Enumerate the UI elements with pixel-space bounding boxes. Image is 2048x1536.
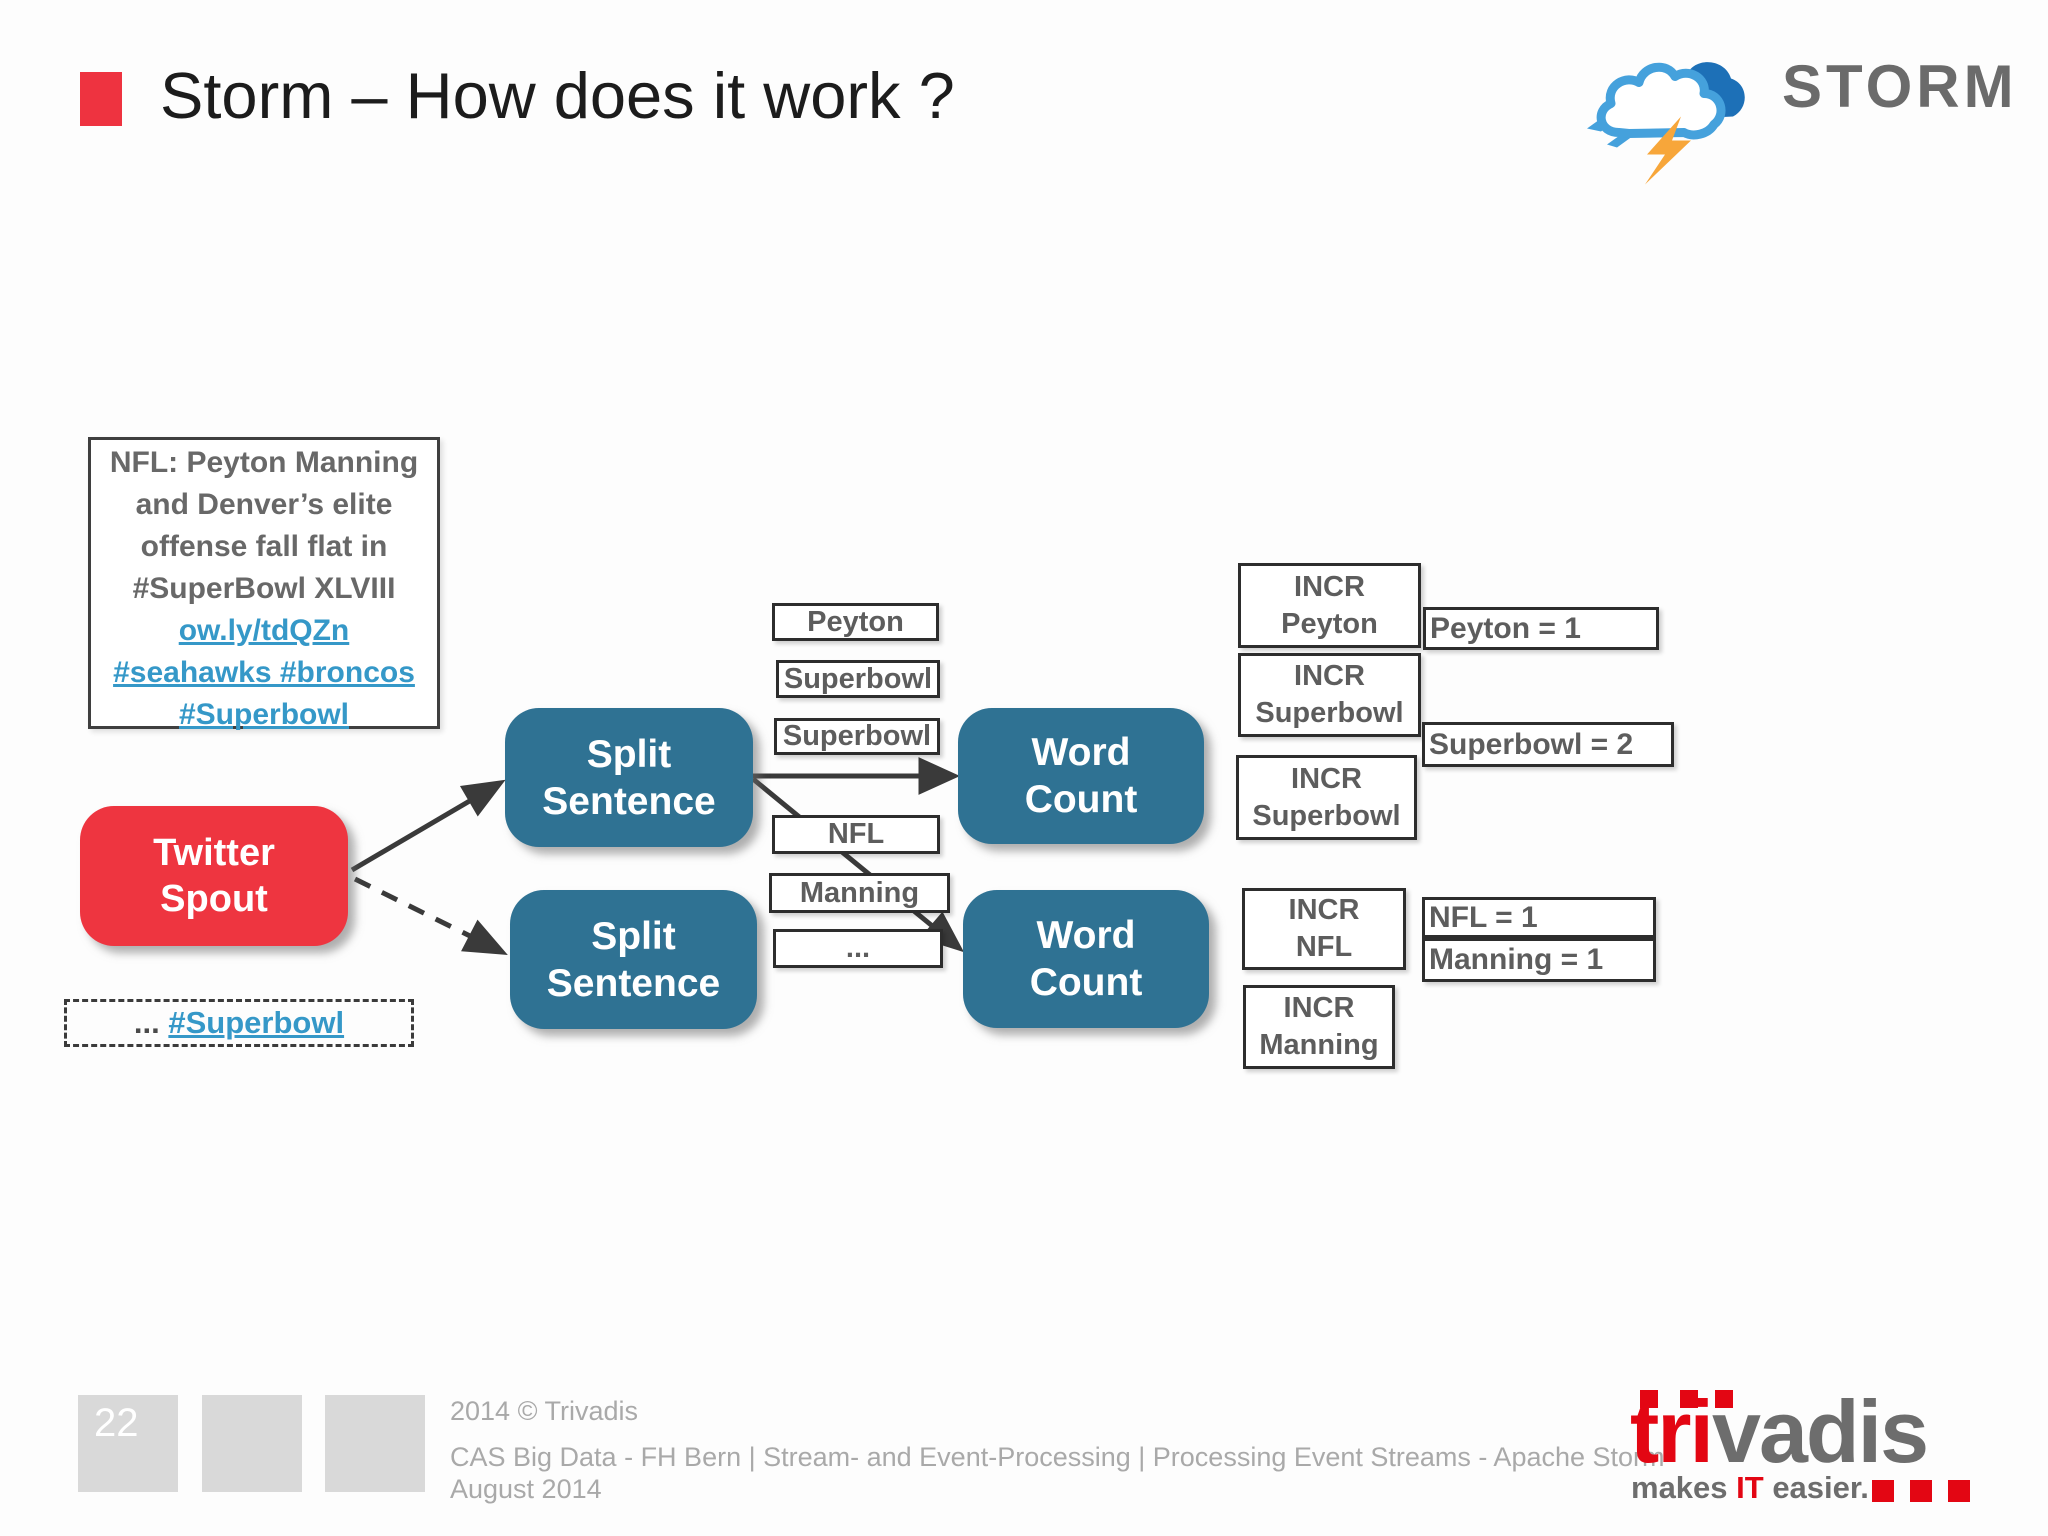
tweet-line: offense fall flat in xyxy=(140,530,388,563)
footer-decoration-square xyxy=(325,1395,425,1492)
result-box-superbowl: Superbowl = 2 xyxy=(1422,722,1674,767)
tweet-line: #SuperBowl XLVIII xyxy=(132,572,396,605)
ellipsis-text: ... xyxy=(133,1005,160,1040)
tagline-makes: makes xyxy=(1631,1470,1737,1505)
word-box-superbowl-2: Superbowl xyxy=(774,718,940,755)
result-box-nfl: NFL = 1 xyxy=(1422,897,1656,938)
title-bullet-square xyxy=(80,72,122,126)
node-word-count-2: Word Count xyxy=(963,890,1209,1028)
word-box-nfl: NFL xyxy=(772,815,940,854)
incr-arg: Superbowl xyxy=(1255,697,1404,729)
trivadis-logo-dot xyxy=(1715,1390,1733,1408)
incr-op: INCR xyxy=(1288,894,1360,926)
node-label: Sentence xyxy=(546,961,721,1005)
tweet-line: and Denver’s elite xyxy=(135,488,393,521)
arrowhead-split1 xyxy=(459,779,506,817)
trivadis-logo-dot xyxy=(1680,1390,1698,1408)
trivadis-logo-dot xyxy=(1640,1390,1658,1408)
incr-arg: NFL xyxy=(1295,931,1353,963)
storm-logo-wordmark: STORM xyxy=(1782,53,2018,120)
node-label: Count xyxy=(1024,778,1138,821)
trivadis-red-square xyxy=(1948,1480,1970,1502)
footer-date: August 2014 xyxy=(450,1474,602,1504)
result-box-manning: Manning = 1 xyxy=(1422,938,1656,982)
node-twitter-spout: Twitter Spout xyxy=(80,806,348,946)
node-label: Twitter xyxy=(153,832,275,874)
node-word-count-1: Word Count xyxy=(958,708,1204,844)
incr-box-superbowl-1: INCR Superbowl xyxy=(1238,653,1421,737)
node-split-sentence-1: Split Sentence xyxy=(505,708,753,847)
trivadis-red-square xyxy=(1872,1480,1894,1502)
footer-course-title: CAS Big Data - FH Bern | Stream- and Eve… xyxy=(450,1442,1665,1472)
sample-tuple-box: ... #Superbowl xyxy=(64,999,414,1047)
incr-arg: Peyton xyxy=(1281,607,1378,640)
tweet-line: ow.ly/tdQZn xyxy=(91,610,437,652)
node-label: Split xyxy=(586,732,672,776)
node-label: Spout xyxy=(160,878,268,920)
page-title: Storm – How does it work ? xyxy=(160,59,955,132)
result-box-peyton: Peyton = 1 xyxy=(1423,607,1659,650)
incr-op: INCR xyxy=(1291,762,1362,795)
node-label: Word xyxy=(1036,914,1136,957)
incr-op: INCR xyxy=(1283,992,1355,1024)
trivadis-tagline: makes IT easier. xyxy=(1631,1470,1869,1506)
incr-op: INCR xyxy=(1294,570,1365,603)
incr-arg: Manning xyxy=(1259,1029,1379,1061)
trivadis-red-square xyxy=(1910,1480,1932,1502)
node-split-sentence-2: Split Sentence xyxy=(510,890,757,1029)
tweet-line: NFL: Peyton Manning xyxy=(109,446,419,479)
incr-op: INCR xyxy=(1294,660,1365,692)
incr-box-manning: INCR Manning xyxy=(1243,985,1395,1069)
edge-spout-to-split2 xyxy=(353,876,472,939)
sample-hashtag-link[interactable]: #Superbowl xyxy=(168,1005,345,1040)
tweet-line: #Superbowl xyxy=(91,694,437,736)
footer-copyright: 2014 © Trivadis xyxy=(450,1396,638,1426)
trivadis-wordmark-gray: vadis xyxy=(1712,1382,1929,1481)
node-label: Split xyxy=(591,914,676,958)
word-box-peyton: Peyton xyxy=(772,603,939,641)
arrowhead-split2 xyxy=(461,919,508,955)
incr-box-superbowl-2: INCR Superbowl xyxy=(1236,755,1417,840)
tweet-line: #seahawks #broncos xyxy=(91,652,437,694)
tweet-superbowl-link[interactable]: #Superbowl xyxy=(178,698,350,731)
node-label: Sentence xyxy=(542,779,716,823)
tweet-hashtags-link[interactable]: #seahawks #broncos xyxy=(113,656,415,689)
incr-box-nfl: INCR NFL xyxy=(1242,888,1406,970)
storm-cloud-icon xyxy=(1587,62,1745,185)
arrowhead-wordcount1 xyxy=(918,757,961,795)
incr-box-peyton: INCR Peyton xyxy=(1238,563,1421,648)
word-box-manning: Manning xyxy=(769,873,950,913)
tagline-it: IT xyxy=(1736,1470,1764,1505)
word-box-ellipsis: ... xyxy=(773,929,943,968)
tagline-easier: easier. xyxy=(1763,1470,1869,1505)
incr-arg: Superbowl xyxy=(1252,799,1401,832)
footer-decoration-square xyxy=(202,1395,302,1492)
tweet-text-box: NFL: Peyton Manning and Denver’s elite o… xyxy=(88,437,440,731)
page-number-square: 22 xyxy=(78,1395,178,1492)
word-box-superbowl-1: Superbowl xyxy=(776,660,940,698)
tweet-url-link[interactable]: ow.ly/tdQZn xyxy=(178,614,350,647)
trivadis-logo-wordmark: trivadis xyxy=(1630,1382,1929,1481)
node-label: Word xyxy=(1031,731,1131,774)
node-label: Count xyxy=(1029,961,1143,1004)
edge-spout-to-split1 xyxy=(350,796,475,873)
